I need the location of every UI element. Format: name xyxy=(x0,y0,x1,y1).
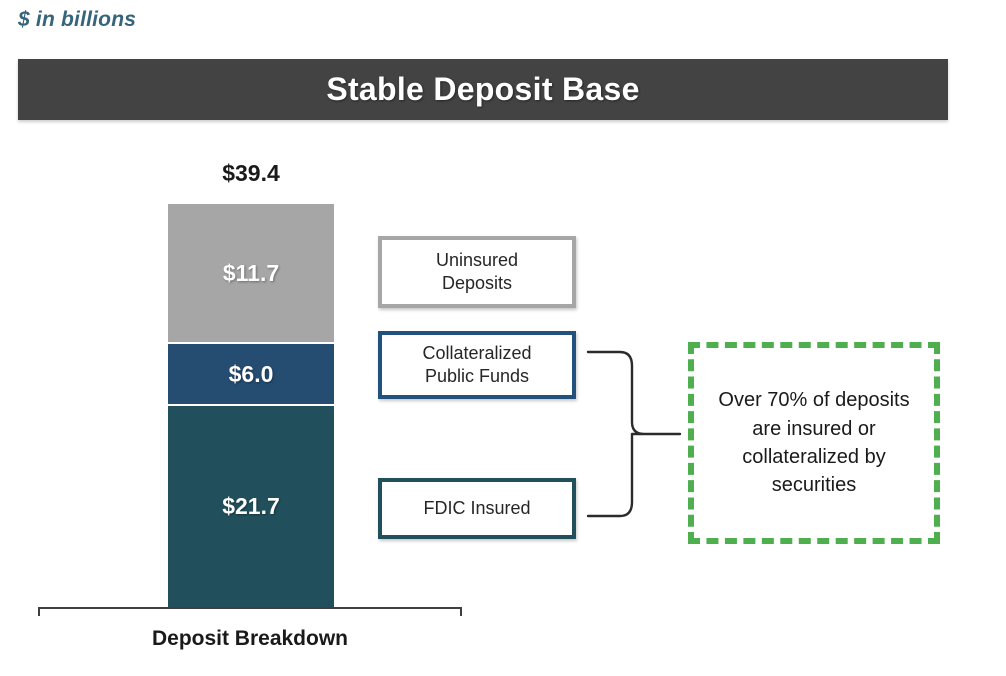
x-axis-label: Deposit Breakdown xyxy=(151,627,349,650)
bar-segment-value: $6.0 xyxy=(228,360,274,387)
bar-total-label: $39.4 xyxy=(222,160,280,186)
x-axis-line xyxy=(38,607,462,609)
bar-segment-fdic-insured[interactable]: $21.7 xyxy=(167,405,335,608)
legend-item-uninsured-deposits[interactable]: Uninsured Deposits xyxy=(378,236,576,308)
legend-item-collateralized-public-funds[interactable]: Collateralized Public Funds xyxy=(378,331,576,399)
legend-label-line1: Collateralized xyxy=(422,342,532,363)
highlight-callout-text: Over 70% of deposits are insured or coll… xyxy=(718,389,910,497)
stacked-bar: $11.7 $6.0 $21.7 xyxy=(167,203,335,608)
legend-item-label: Collateralized Public Funds xyxy=(422,342,531,389)
legend-item-label: Uninsured Deposits xyxy=(436,249,518,296)
title-banner: Stable Deposit Base xyxy=(18,59,948,120)
bar-segment-value: $21.7 xyxy=(222,493,280,519)
x-axis-tick-left xyxy=(38,607,40,616)
brace-connector-icon xyxy=(586,350,682,518)
legend-label-line1: Uninsured xyxy=(435,249,519,270)
legend-label-line2: Deposits xyxy=(441,273,512,293)
page-title: Stable Deposit Base xyxy=(326,71,640,107)
bar-segment-uninsured-deposits[interactable]: $11.7 xyxy=(167,203,335,343)
legend-item-fdic-insured[interactable]: FDIC Insured xyxy=(378,478,576,539)
x-axis-tick-right xyxy=(460,607,462,616)
legend-item-label: FDIC Insured xyxy=(423,497,531,518)
bar-segment-collateralized-public-funds[interactable]: $6.0 xyxy=(167,343,335,405)
units-note: $ in billions xyxy=(18,8,137,31)
highlight-callout-box: Over 70% of deposits are insured or coll… xyxy=(688,342,940,544)
bar-segment-value: $11.7 xyxy=(222,259,280,286)
legend-label-line2: Public Funds xyxy=(424,366,530,386)
